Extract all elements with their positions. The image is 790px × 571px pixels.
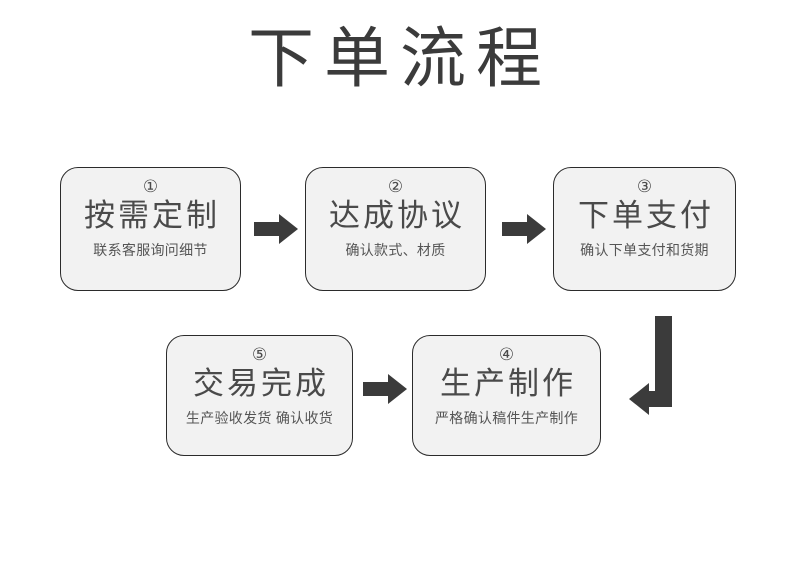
step-title-4: 生产制作 [440,366,576,401]
step-number-badge-5: ⑤ [251,345,268,364]
step-card-3: ③ 下单支付 确认下单支付和货期 [553,167,736,291]
step-card-1: ① 按需定制 联系客服询问细节 [60,167,241,291]
arrow-right-icon-step1-step2 [252,212,300,246]
arrow-down-left-icon-step3-step4 [613,312,683,418]
step-card-2: ② 达成协议 确认款式、材质 [305,167,486,291]
step-title-3: 下单支付 [578,198,714,233]
step-title-5: 交易完成 [193,366,329,401]
step-subtitle-5: 生产验收发货 确认收货 [185,410,334,426]
step-card-5: ⑤ 交易完成 生产验收发货 确认收货 [166,335,353,456]
step-title-2: 达成协议 [329,198,465,233]
step-card-4: ④ 生产制作 严格确认稿件生产制作 [412,335,601,456]
step-number-badge-4: ④ [498,345,515,364]
step-number-badge-3: ③ [636,177,653,196]
step-number-badge-2: ② [387,177,404,196]
step-number-badge-1: ① [142,177,159,196]
step-subtitle-2: 确认款式、材质 [345,242,446,258]
step-title-1: 按需定制 [84,198,220,233]
arrow-right-icon-step4-step5 [361,372,409,406]
step-subtitle-3: 确认下单支付和货期 [580,242,709,258]
step-subtitle-4: 严格确认稿件生产制作 [435,410,578,426]
arrow-right-icon-step2-step3 [500,212,548,246]
page-title: 下单流程 [248,21,552,95]
step-subtitle-1: 联系客服询问细节 [93,242,208,258]
